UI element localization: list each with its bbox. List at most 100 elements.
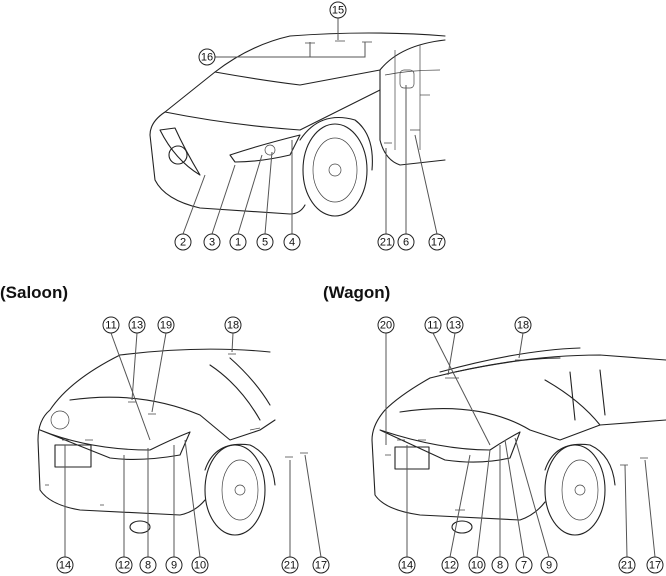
- callout-number: 9: [540, 556, 558, 574]
- callout-label: 18: [227, 320, 239, 332]
- callout-number: 13: [446, 316, 464, 334]
- callout-circle: [229, 233, 247, 251]
- callout-circle: [446, 316, 464, 334]
- callout-label: 20: [380, 320, 392, 332]
- callout-number: 21: [618, 556, 636, 574]
- callout-circle: [377, 316, 395, 334]
- leader-line: [414, 134, 438, 235]
- callout-circle: [198, 48, 216, 66]
- callout-number: 11: [102, 316, 120, 334]
- callout-number: 6: [397, 233, 415, 251]
- callout-circle: [312, 556, 330, 574]
- callout-circle: [424, 316, 442, 334]
- callout-label: 13: [131, 320, 143, 332]
- leader-line: [182, 174, 206, 235]
- callout-circle: [398, 556, 416, 574]
- callout-number: 10: [191, 556, 209, 574]
- callout-circle: [515, 556, 533, 574]
- leader-line: [231, 332, 234, 353]
- callout-label: 9: [171, 560, 177, 572]
- callout-label: 3: [209, 237, 215, 249]
- callout-label: 5: [262, 237, 268, 249]
- callout-circle: [224, 316, 242, 334]
- callout-circle: [329, 1, 347, 19]
- leader-line: [151, 332, 167, 413]
- callout-circle: [283, 233, 301, 251]
- callout-circle: [377, 233, 395, 251]
- callout-number: 13: [128, 316, 146, 334]
- callout-label: 17: [649, 560, 661, 572]
- callout-number: 15: [329, 1, 347, 19]
- callout-label: 17: [431, 237, 443, 249]
- leader-line: [504, 439, 525, 558]
- callout-label: 6: [403, 237, 409, 249]
- callout-circle: [128, 316, 146, 334]
- callout-label: 14: [59, 560, 71, 572]
- callout-label: 12: [118, 560, 130, 572]
- leader-line: [211, 164, 236, 235]
- callout-circle: [646, 556, 664, 574]
- callout-number: 17: [646, 556, 664, 574]
- callout-circle: [191, 556, 209, 574]
- callout-number: 3: [203, 233, 221, 251]
- callout-label: 7: [521, 560, 527, 572]
- callout-label: 13: [449, 320, 461, 332]
- callout-label: 10: [471, 560, 483, 572]
- callout-circle: [102, 316, 120, 334]
- leader-lines: [64, 18, 656, 558]
- callout-number: 7: [515, 556, 533, 574]
- callout-circle: [256, 233, 274, 251]
- leader-line: [237, 154, 263, 235]
- callout-circle: [514, 316, 532, 334]
- leader-line: [131, 332, 138, 401]
- callout-number: 16: [198, 48, 216, 66]
- callout-number: 12: [115, 556, 133, 574]
- callout-label: 8: [497, 560, 503, 572]
- callout-number: 1: [229, 233, 247, 251]
- callout-number: 20: [377, 316, 395, 334]
- callout-label: 15: [332, 5, 344, 17]
- leader-line: [644, 459, 656, 558]
- callout-number: 10: [468, 556, 486, 574]
- callout-label: 12: [444, 560, 456, 572]
- callout-number: 9: [165, 556, 183, 574]
- callout-label: 21: [380, 237, 392, 249]
- callout-number: 21: [281, 556, 299, 574]
- callout-label: 16: [201, 52, 213, 64]
- callout-number: 18: [224, 316, 242, 334]
- callout-circle: [165, 556, 183, 574]
- callout-circle: [203, 233, 221, 251]
- leader-line: [447, 332, 456, 376]
- callout-circle: [139, 556, 157, 574]
- leader-line: [184, 439, 201, 558]
- wagon-rear-drawing: [371, 347, 666, 536]
- callout-number: 8: [139, 556, 157, 574]
- leader-line: [518, 332, 524, 359]
- leader-line: [215, 42, 366, 58]
- leader-line: [304, 454, 322, 558]
- callout-number: 18: [514, 316, 532, 334]
- callout-circle: [281, 556, 299, 574]
- callout-number: 19: [157, 316, 175, 334]
- callout-label: 21: [621, 560, 633, 572]
- leader-line: [476, 449, 491, 558]
- callout-number: 14: [56, 556, 74, 574]
- callout-number: 5: [256, 233, 274, 251]
- callout-label: 1: [235, 237, 241, 249]
- callout-circle: [428, 233, 446, 251]
- leader-line: [264, 151, 273, 235]
- callout-label: 17: [315, 560, 327, 572]
- callout-number: 14: [398, 556, 416, 574]
- callout-label: 4: [289, 237, 295, 249]
- callout-label: 9: [546, 560, 552, 572]
- callout-number: 8: [491, 556, 509, 574]
- callout-label: 8: [145, 560, 151, 572]
- leader-line: [110, 332, 151, 441]
- callout-circle: [491, 556, 509, 574]
- wagon-label: (Wagon): [323, 283, 391, 302]
- callout-circle: [174, 233, 192, 251]
- callout-label: 11: [427, 320, 438, 332]
- callout-number: 12: [441, 556, 459, 574]
- leader-line: [449, 454, 471, 558]
- callout-number: 4: [283, 233, 301, 251]
